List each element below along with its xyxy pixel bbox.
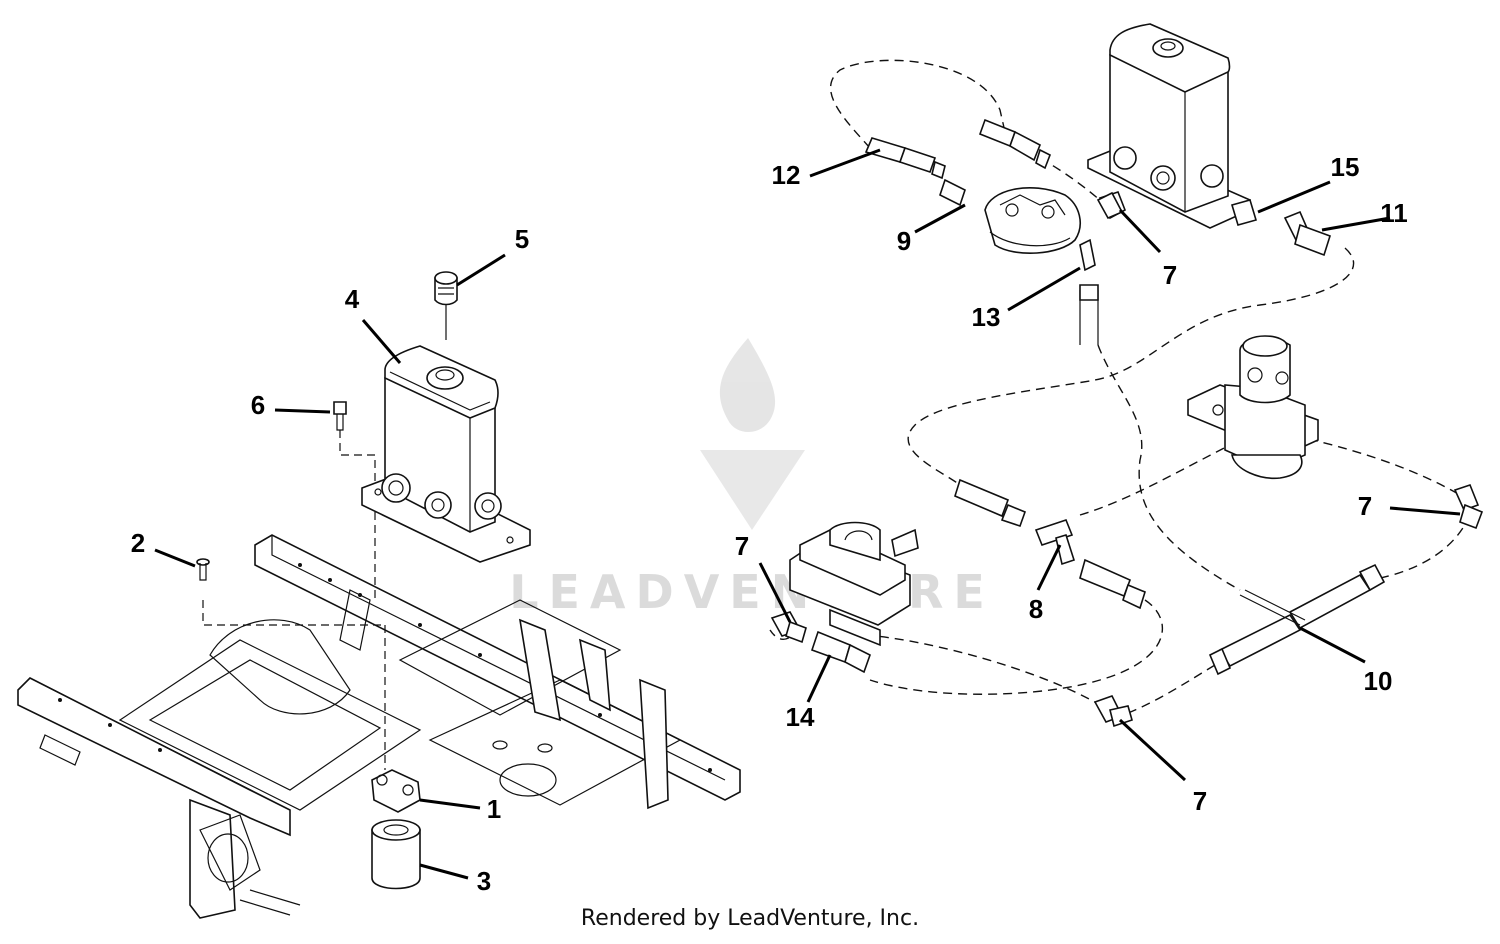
frame-chassis <box>17 534 741 919</box>
callout-labels: 1 2 3 4 5 6 7 7 7 7 8 9 10 11 12 13 14 1… <box>131 152 1408 896</box>
hose-assembly-10 <box>1208 563 1386 676</box>
align-line-bolt-6 <box>339 430 376 600</box>
part-6-bolt <box>333 401 347 431</box>
callout-12: 12 <box>772 160 801 190</box>
callout-9: 9 <box>897 226 911 256</box>
align-line-bolt-2 <box>202 600 385 626</box>
fitting-7-bottom <box>1093 695 1133 728</box>
callout-2: 2 <box>131 528 145 558</box>
callout-11: 11 <box>1380 198 1408 228</box>
callout-3: 3 <box>477 866 491 896</box>
footer-credit: Rendered by LeadVenture, Inc. <box>580 906 920 931</box>
reservoir-tank-right <box>1087 23 1251 229</box>
callout-7-top: 7 <box>1163 260 1177 290</box>
watermark: LEADVENTURE <box>509 338 995 619</box>
watermark-v-icon <box>700 450 805 530</box>
callout-5: 5 <box>515 224 529 254</box>
watermark-flame-icon <box>719 338 776 432</box>
part-5-cap-dipstick <box>434 271 458 340</box>
part-4-reservoir <box>361 345 531 563</box>
callout-7-right: 7 <box>1358 491 1372 521</box>
filter-head-right <box>984 187 1099 345</box>
watermark-text: LEADVENTURE <box>509 565 995 619</box>
fitting-7-left <box>770 611 807 644</box>
callout-13: 13 <box>972 302 1001 332</box>
callout-4: 4 <box>345 284 360 314</box>
callout-1: 1 <box>487 794 501 824</box>
callout-7-left: 7 <box>735 531 749 561</box>
callout-10: 10 <box>1364 666 1393 696</box>
part-2-bolt <box>196 558 210 581</box>
fittings-15-11 <box>1230 199 1331 257</box>
part-3-filter <box>371 819 421 890</box>
tee-fitting-8 <box>954 478 1146 610</box>
control-valve <box>789 521 919 674</box>
fitting-7-right <box>1453 484 1484 530</box>
hose-routes <box>769 59 1471 714</box>
part-1-filter-head <box>371 769 421 813</box>
callout-6: 6 <box>251 390 265 420</box>
hydraulic-pump <box>1187 335 1319 480</box>
callout-7-bottom: 7 <box>1193 786 1207 816</box>
callout-14: 14 <box>786 702 815 732</box>
leader-lines <box>154 148 1461 880</box>
callout-8: 8 <box>1029 594 1043 624</box>
callout-15: 15 <box>1331 152 1360 182</box>
